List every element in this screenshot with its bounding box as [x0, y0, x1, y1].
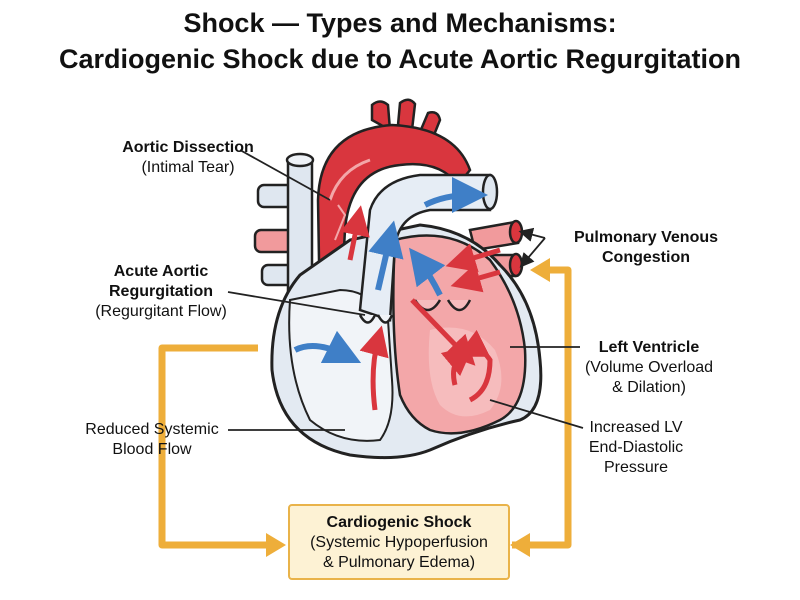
- title-line-1: Shock — Types and Mechanisms:: [183, 8, 617, 38]
- shock-box-line1: (Systemic Hypoperfusion: [310, 534, 488, 551]
- label-left-ventricle: Left Ventricle (Volume Overload & Dilati…: [574, 338, 724, 398]
- shock-box-title: Cardiogenic Shock: [326, 514, 472, 531]
- label-acute-ar: Acute Aortic Regurgitation (Regurgitant …: [76, 262, 246, 322]
- shock-box-line2: & Pulmonary Edema): [322, 554, 476, 571]
- blue-flow-arrows: [293, 177, 488, 364]
- label-left-ventricle-sub2: & Dilation): [612, 379, 686, 396]
- orange-flow-loop-left: [158, 344, 286, 557]
- label-acute-ar-subtitle: (Regurgitant Flow): [95, 303, 227, 320]
- mitral-valve: [413, 299, 472, 312]
- label-reduced-flow-line1: Reduced Systemic: [85, 421, 219, 438]
- label-acute-ar-line2: Regurgitation: [109, 283, 213, 300]
- label-reduced-flow-line2: Blood Flow: [112, 441, 192, 458]
- left-vessels: [253, 152, 315, 302]
- label-lvedp-line2: End-Diastolic: [588, 439, 684, 456]
- title-line-2: Cardiogenic Shock due to Acute Aortic Re…: [58, 44, 742, 74]
- label-lvedp: Increased LV End-Diastolic Pressure: [576, 418, 696, 478]
- label-pulmonary-congestion-line1: Pulmonary Venous: [573, 229, 719, 246]
- label-reduced-flow: Reduced Systemic Blood Flow: [72, 420, 232, 460]
- label-pulmonary-congestion-line2: Congestion: [602, 249, 690, 266]
- label-left-ventricle-title: Left Ventricle: [598, 339, 700, 356]
- label-aortic-dissection-title: Aortic Dissection: [122, 139, 254, 156]
- orange-flow-loop-right: [510, 258, 572, 557]
- label-aortic-dissection: Aortic Dissection (Intimal Tear): [108, 138, 268, 178]
- label-pulmonary-congestion: Pulmonary Venous Congestion: [556, 228, 736, 268]
- red-flow-arrows: [340, 205, 501, 411]
- aortic-valve: [358, 314, 394, 324]
- label-left-ventricle-sub1: (Volume Overload: [584, 359, 714, 376]
- label-lvedp-line1: Increased LV: [589, 419, 683, 436]
- label-aortic-dissection-subtitle: (Intimal Tear): [141, 159, 235, 176]
- leader-lines: [227, 149, 584, 431]
- label-acute-ar-line1: Acute Aortic: [113, 263, 209, 280]
- label-lvedp-line3: Pressure: [603, 459, 669, 476]
- cardiogenic-shock-box: Cardiogenic Shock (Systemic Hypoperfusio…: [288, 504, 510, 580]
